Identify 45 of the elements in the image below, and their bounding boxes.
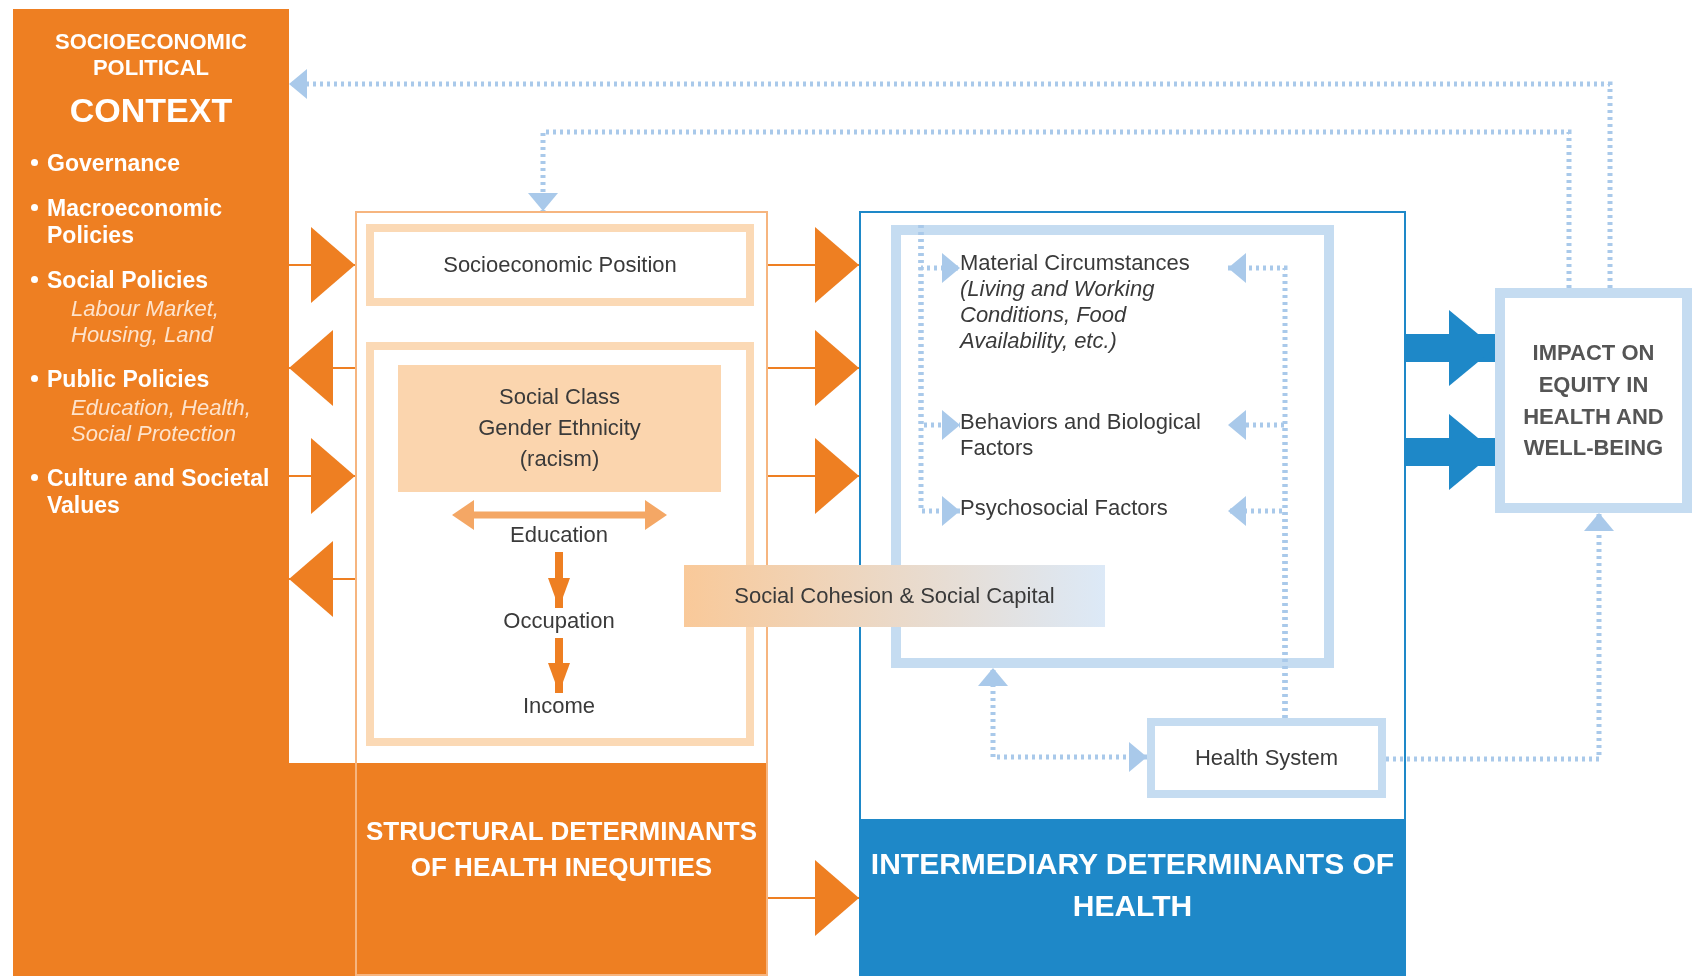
factor-label: Behaviors and Biological Factors xyxy=(960,409,1228,471)
bullet-item: Macroeconomic Policies xyxy=(47,195,224,249)
impact-label: IMPACT ON EQUITY IN HEALTH AND WELL-BEING xyxy=(1522,338,1665,463)
dotted-arrow xyxy=(978,668,1147,772)
arrow xyxy=(288,227,356,303)
dotted-arrow xyxy=(1386,513,1614,762)
context-heading: CONTEXT xyxy=(68,91,234,130)
arrow xyxy=(288,330,356,406)
arrow xyxy=(767,227,860,303)
factors-frame xyxy=(891,225,1334,668)
bullet-item: Social Policies xyxy=(47,267,210,294)
thick-arrow xyxy=(1406,414,1495,490)
flow-label: Education xyxy=(479,522,639,552)
position-frame xyxy=(366,224,754,306)
bullet-subtext: Education, Health, Social Protection xyxy=(71,395,252,447)
bullet-subtext: Labour Market, Housing, Land xyxy=(71,296,220,348)
factor-label: Material Circumstances xyxy=(960,250,1191,276)
bullet-item: Public Policies xyxy=(47,366,211,393)
flow-label: Occupation xyxy=(479,608,639,638)
banner-label: Social Cohesion & Social Capital xyxy=(734,583,1055,609)
position-label: Socioeconomic Position xyxy=(443,252,677,278)
cohesion-banner xyxy=(684,565,1105,627)
arrow xyxy=(288,438,356,514)
band-heading: STRUCTURAL DETERMINANTS OF HEALTH INEQUITIES xyxy=(365,815,758,885)
impact-frame xyxy=(1495,288,1692,513)
social-class-panel xyxy=(398,365,721,492)
thick-arrow xyxy=(1406,310,1495,386)
context-subheading: SOCIOECONOMIC POLITICAL xyxy=(54,29,248,81)
arrow xyxy=(767,330,860,406)
dotted-arrow xyxy=(528,129,1572,288)
health-system-frame xyxy=(1147,718,1386,798)
health-system-label: Health System xyxy=(1194,745,1339,771)
arrow xyxy=(767,438,860,514)
dotted-arrow xyxy=(289,69,1613,288)
social-class-label: Social Class Gender Ethnicity (racism) xyxy=(477,383,642,473)
dotted-arrow xyxy=(1228,496,1288,718)
arrow xyxy=(288,541,356,617)
flow-label: Income xyxy=(479,693,639,723)
band-heading: INTERMEDIARY DETERMINANTS OF HEALTH xyxy=(869,846,1396,924)
bullet-item: Culture and Societal Values xyxy=(47,465,271,519)
factor-label: Psychosocial Factors xyxy=(960,495,1228,527)
factor-detail: (Living and Working Conditions, Food Availability, etc.) xyxy=(960,276,1156,354)
context-panel xyxy=(13,9,289,763)
bullet-item: Governance xyxy=(47,150,181,177)
arrow xyxy=(767,860,860,936)
